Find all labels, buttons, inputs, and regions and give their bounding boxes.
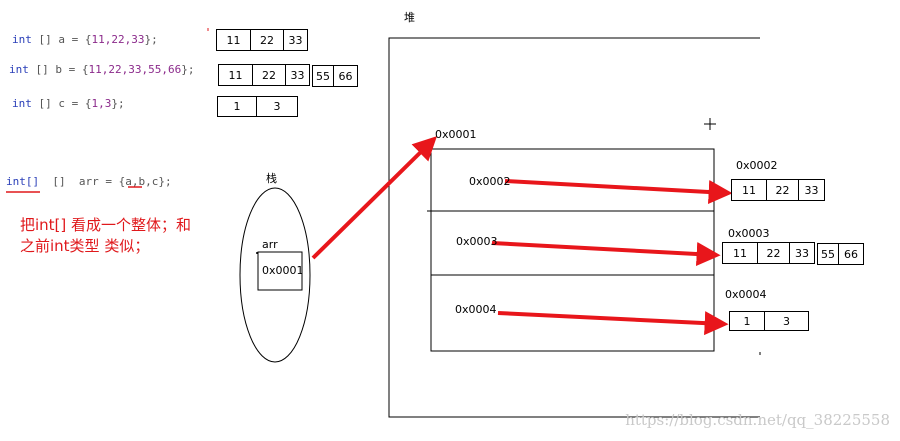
array-cell: 55 — [817, 243, 839, 265]
type-keyword: int — [12, 97, 32, 110]
array-cell: 3 — [256, 96, 298, 117]
heap-array-4-address: 0x0004 — [725, 288, 767, 301]
note-line-2: 之前int类型 类似； — [20, 237, 150, 255]
arr-variable-label: arr — [262, 238, 278, 251]
arr-value-box — [257, 251, 303, 291]
outer-slot-2: 0x0004 — [455, 303, 497, 316]
array-cell: 33 — [789, 242, 815, 264]
code-line-a: int [] a = {11,22,33}; — [12, 33, 158, 46]
code-line-b: int [] b = {11,22,33,55,66}; — [9, 63, 195, 76]
code-line-c: int [] c = {1,3}; — [12, 97, 125, 110]
array-cell: 22 — [757, 242, 790, 264]
note-line-1: 把int[] 看成一个整体；和 — [20, 216, 192, 234]
arrow-slot-to-array-3 — [491, 241, 721, 266]
outer-slot-1: 0x0003 — [456, 235, 498, 248]
arr-dot — [256, 252, 258, 254]
heap-box — [388, 37, 760, 418]
array-cell: 66 — [333, 65, 358, 87]
heap-label: 堆 — [404, 11, 415, 24]
array-cell: 1 — [729, 311, 765, 331]
array-cell: 33 — [798, 179, 825, 201]
heap-array-3-address: 0x0003 — [728, 227, 770, 240]
array-cell: 3 — [764, 311, 809, 331]
type-keyword: int — [12, 33, 32, 46]
stack-ellipse — [239, 187, 311, 363]
array-cell: 22 — [766, 179, 799, 201]
arrow-stack-to-heap — [311, 136, 437, 260]
arrow-slot-to-array-2 — [504, 179, 733, 204]
array-cell: 66 — [838, 243, 864, 265]
array-cell: 11 — [722, 242, 758, 264]
outer-slot-0: 0x0002 — [469, 175, 511, 188]
array-cell: 33 — [283, 29, 308, 51]
crosshair-icon — [704, 118, 716, 130]
type-keyword: int — [9, 63, 29, 76]
code-line-arr: int[] [] arr = {a,b,c}; — [6, 175, 172, 188]
array-cell: 1 — [217, 96, 257, 117]
outer-array-address: 0x0001 — [435, 128, 477, 141]
array-cell: 33 — [285, 64, 310, 86]
arrow-slot-to-array-4 — [497, 311, 729, 336]
explanation-note: 把int[] 看成一个整体；和 之前int类型 类似； — [20, 215, 191, 257]
stack-label: 栈 — [266, 172, 277, 185]
heap-array-2-address: 0x0002 — [736, 159, 778, 172]
type-keyword: int[] — [6, 175, 40, 188]
array-cell: 11 — [731, 179, 767, 201]
watermark: https://blog.csdn.net/qq_38225558 — [625, 411, 890, 429]
arr-reference-value: 0x0001 — [262, 264, 304, 277]
